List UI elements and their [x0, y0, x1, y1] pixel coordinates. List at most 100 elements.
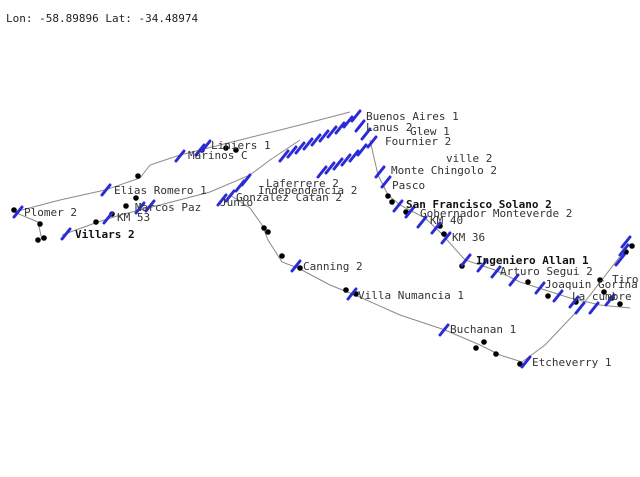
label-buchanan[interactable]: Buchanan 1	[450, 323, 516, 336]
station-marker[interactable]	[574, 301, 586, 315]
station-marker[interactable]	[438, 323, 450, 337]
stop-dot[interactable]	[135, 173, 141, 179]
label-san-francisco-solano[interactable]: San Francisco Solano 2	[406, 198, 552, 211]
label-la-cumbre[interactable]: La cumbre	[572, 290, 632, 303]
label-etcheverry[interactable]: Etcheverry 1	[532, 356, 611, 369]
label-lanus[interactable]: Lanus 2	[366, 121, 412, 134]
station-marker[interactable]	[508, 273, 520, 287]
station-marker[interactable]	[60, 227, 72, 241]
station-marker[interactable]	[404, 205, 416, 219]
label-gobernador-monteverde[interactable]: Gobernador Monteverde 2	[420, 207, 572, 220]
station-marker[interactable]	[144, 199, 156, 213]
stop-dot[interactable]	[279, 253, 285, 259]
station-marker[interactable]	[588, 301, 600, 315]
station-marker[interactable]	[290, 259, 302, 273]
label-villa-numancia[interactable]: Villa Numancia 1	[358, 289, 464, 302]
station-marker[interactable]	[490, 265, 502, 279]
station-marker[interactable]	[12, 205, 24, 219]
label-km36[interactable]: KM 36	[452, 231, 485, 244]
station-marker[interactable]	[380, 175, 392, 189]
stop-dot[interactable]	[629, 243, 635, 249]
station-marker[interactable]	[234, 179, 246, 193]
station-marker[interactable]	[366, 135, 378, 149]
station-marker[interactable]	[360, 127, 372, 141]
station-marker[interactable]	[224, 189, 236, 203]
station-marker[interactable]	[332, 157, 344, 171]
stop-dot[interactable]	[493, 351, 499, 357]
station-marker[interactable]	[350, 109, 362, 123]
stop-dot[interactable]	[261, 225, 267, 231]
station-marker[interactable]	[316, 165, 328, 179]
stop-dot[interactable]	[617, 301, 623, 307]
station-marker[interactable]	[356, 143, 368, 157]
label-liniers[interactable]: Liniers 1	[211, 139, 271, 152]
label-junio[interactable]: Junio	[220, 196, 253, 209]
stop-dot[interactable]	[297, 265, 303, 271]
label-buenos-aires[interactable]: Buenos Aires 1	[366, 110, 459, 123]
station-marker[interactable]	[346, 287, 358, 301]
station-marker[interactable]	[310, 133, 322, 147]
stop-dot[interactable]	[343, 287, 349, 293]
label-villars[interactable]: Villars 2	[75, 228, 135, 241]
station-marker[interactable]	[614, 253, 626, 267]
label-marcos-paz[interactable]: Marcos Paz	[135, 201, 201, 214]
stop-dot[interactable]	[597, 277, 603, 283]
stop-dot[interactable]	[11, 207, 17, 213]
label-glew[interactable]: Glew 1	[410, 125, 450, 138]
station-marker[interactable]	[440, 231, 452, 245]
station-marker[interactable]	[194, 143, 206, 157]
label-ville[interactable]: ville 2	[446, 152, 492, 165]
station-marker[interactable]	[604, 293, 616, 307]
station-marker[interactable]	[520, 355, 532, 369]
station-marker[interactable]	[216, 193, 228, 207]
station-marker[interactable]	[430, 221, 442, 235]
station-marker[interactable]	[552, 289, 564, 303]
stop-dot[interactable]	[93, 219, 99, 225]
stop-dot[interactable]	[545, 293, 551, 299]
label-arturo-segui[interactable]: Arturo Segui 2	[500, 265, 593, 278]
station-marker[interactable]	[324, 161, 336, 175]
stop-dot[interactable]	[265, 229, 271, 235]
stop-dot[interactable]	[389, 199, 395, 205]
station-marker[interactable]	[460, 253, 472, 267]
station-marker[interactable]	[294, 141, 306, 155]
station-marker[interactable]	[392, 199, 404, 213]
label-marinos[interactable]: Marinos C	[188, 149, 248, 162]
label-fournier[interactable]: Fournier 2	[385, 135, 451, 148]
station-marker[interactable]	[100, 183, 112, 197]
label-tiro[interactable]: Tiro	[612, 273, 639, 286]
stop-dot[interactable]	[473, 345, 479, 351]
station-marker[interactable]	[618, 243, 630, 257]
station-marker[interactable]	[374, 165, 386, 179]
stop-dot[interactable]	[441, 231, 447, 237]
station-marker[interactable]	[326, 125, 338, 139]
stop-dot[interactable]	[601, 289, 607, 295]
station-marker[interactable]	[620, 235, 632, 249]
label-pasco[interactable]: Pasco	[392, 179, 425, 192]
label-laferrere[interactable]: Laferrere 2	[266, 177, 339, 190]
stop-dot[interactable]	[233, 147, 239, 153]
station-marker[interactable]	[318, 129, 330, 143]
station-marker[interactable]	[354, 119, 366, 133]
station-marker[interactable]	[134, 201, 146, 215]
label-elias-romero[interactable]: Elias Romero 1	[114, 184, 207, 197]
station-marker[interactable]	[348, 149, 360, 163]
station-marker[interactable]	[568, 295, 580, 309]
station-marker[interactable]	[476, 259, 488, 273]
station-marker[interactable]	[534, 281, 546, 295]
station-marker[interactable]	[102, 211, 114, 225]
stop-dot[interactable]	[123, 203, 129, 209]
station-marker[interactable]	[334, 121, 346, 135]
station-marker[interactable]	[416, 215, 428, 229]
stop-dot[interactable]	[525, 279, 531, 285]
stop-dot[interactable]	[223, 145, 229, 151]
label-canning[interactable]: Canning 2	[303, 260, 363, 273]
stop-dot[interactable]	[37, 221, 43, 227]
stop-dot[interactable]	[133, 195, 139, 201]
label-km53[interactable]: KM 53	[117, 211, 150, 224]
station-marker[interactable]	[286, 145, 298, 159]
label-independencia[interactable]: Independencia 2	[258, 184, 357, 197]
label-joaquin-gorina[interactable]: Joaquin Gorina	[545, 278, 638, 291]
label-plomer[interactable]: Plomer 2	[24, 206, 77, 219]
